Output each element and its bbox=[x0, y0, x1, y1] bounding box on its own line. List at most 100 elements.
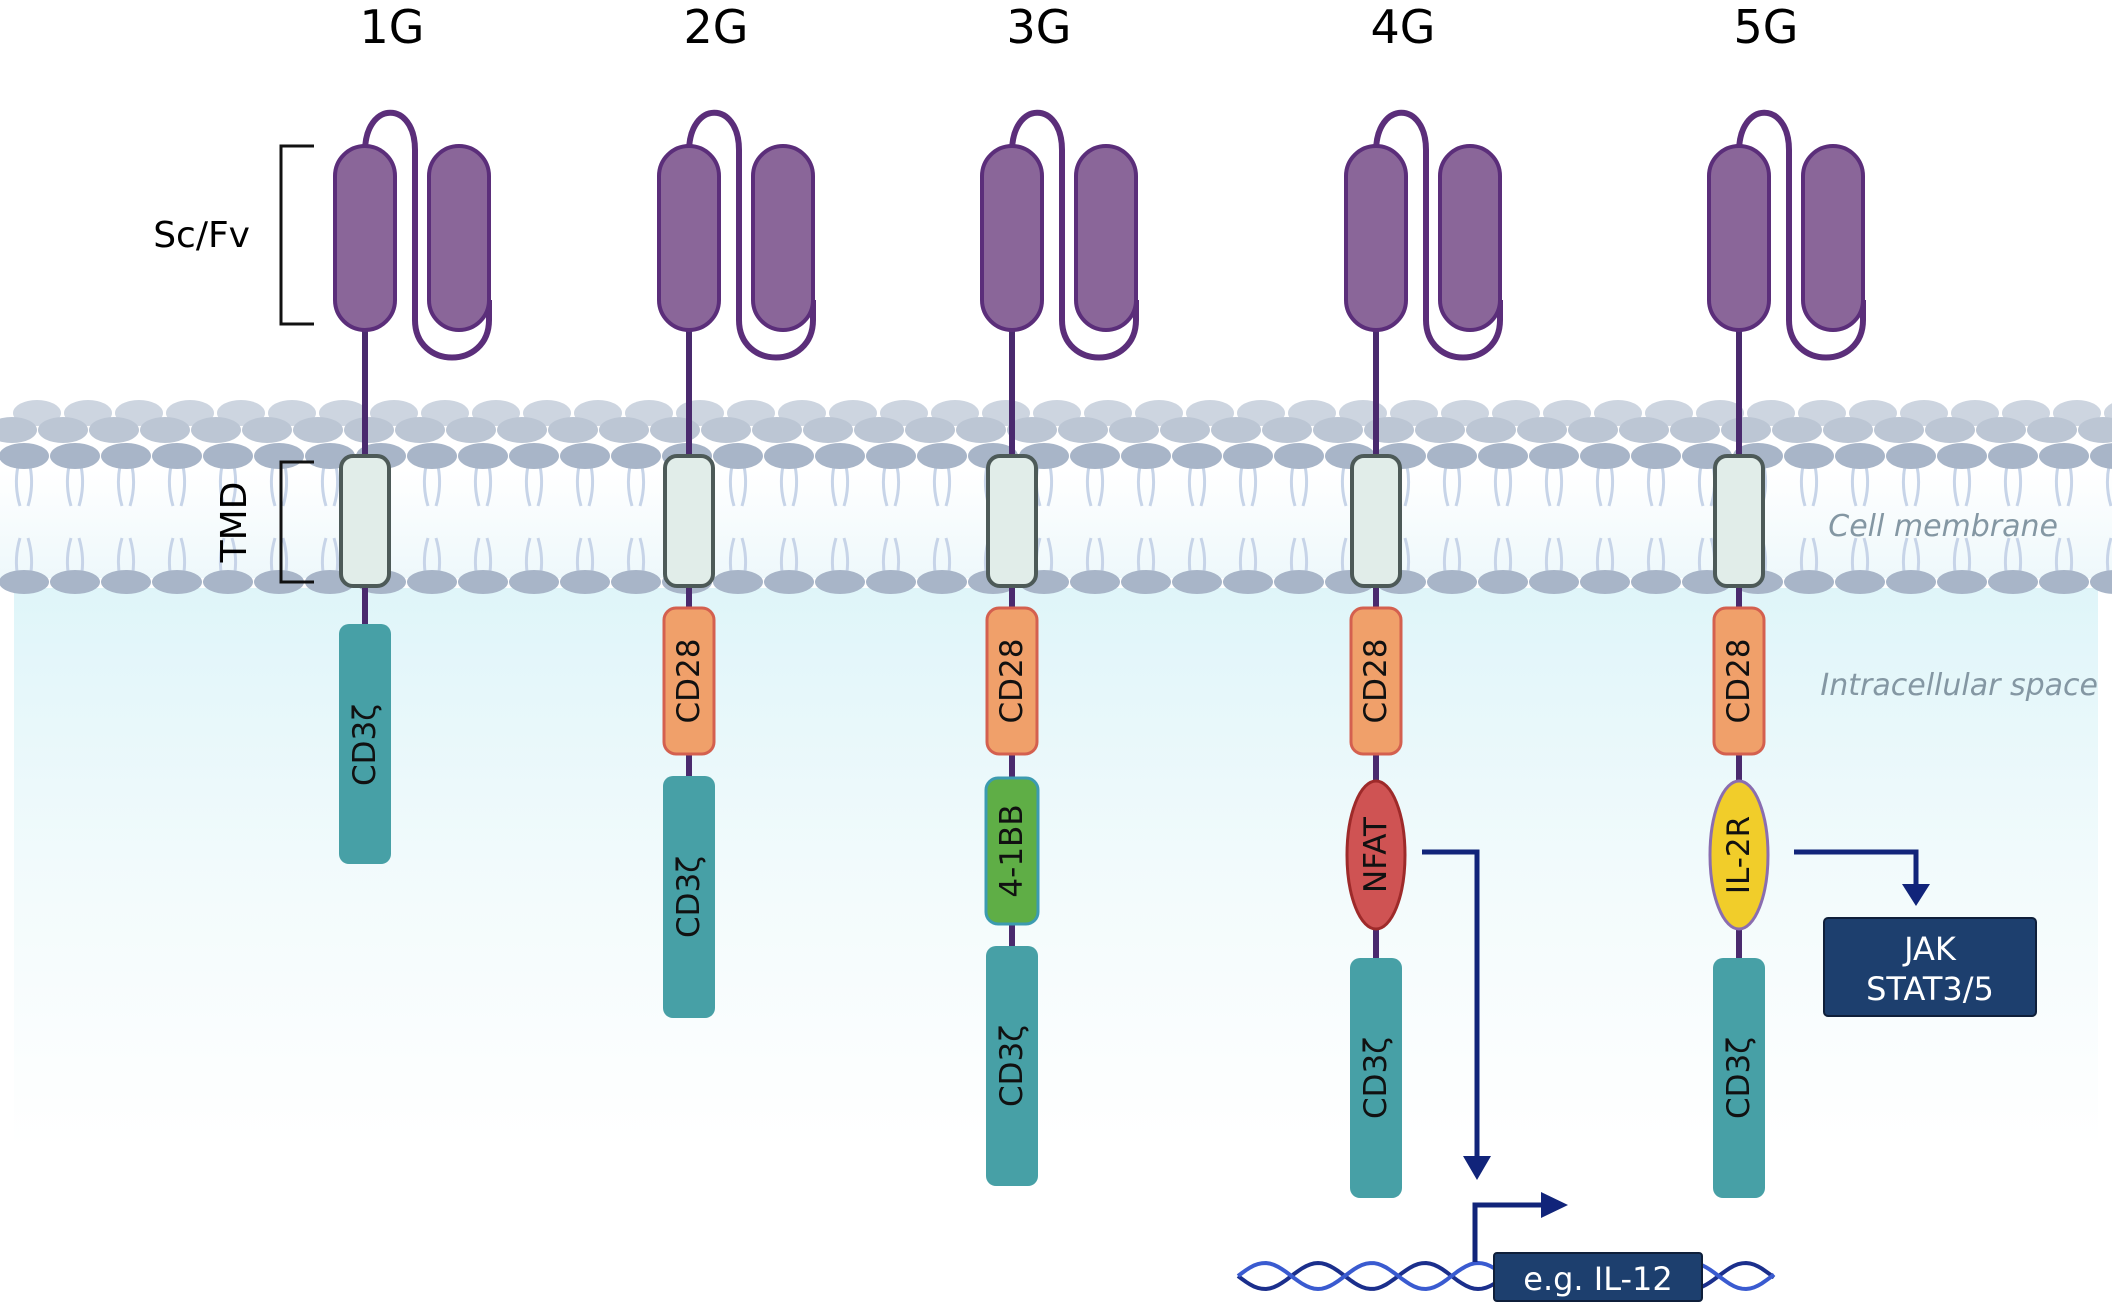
lipid-head-bottom bbox=[1121, 570, 1171, 594]
lipid-tail bbox=[626, 465, 646, 507]
cd3z-label: CD3ζ bbox=[1721, 1037, 1757, 1119]
lipid-head-top bbox=[2039, 443, 2089, 469]
cd3z-domain bbox=[986, 946, 1038, 1186]
lipid-tail bbox=[1850, 465, 1870, 507]
lipid-head-top bbox=[1427, 443, 1477, 469]
scfv-linker bbox=[1373, 109, 1503, 361]
lipid-tail bbox=[830, 465, 850, 507]
lipid-head-top bbox=[1274, 443, 1324, 469]
4-1bb-label: 4-1BB bbox=[994, 804, 1030, 897]
lipid-head-back bbox=[1721, 417, 1771, 443]
lipid-head-top bbox=[407, 443, 457, 469]
lipid-tail bbox=[1595, 465, 1615, 507]
lipid-tail bbox=[779, 465, 799, 507]
lipid-head-back bbox=[1364, 417, 1414, 443]
lipid-head-bottom bbox=[254, 570, 304, 594]
lipid-head-top bbox=[1988, 443, 2038, 469]
lipid-head-bottom bbox=[1631, 570, 1681, 594]
lipid-head-top bbox=[611, 443, 661, 469]
lipid-head-back bbox=[140, 417, 190, 443]
cd28-domain bbox=[1712, 606, 1766, 756]
scfv-heavy-chain bbox=[1344, 144, 1408, 332]
lipid-head-bottom bbox=[713, 570, 763, 594]
lipid-head-top bbox=[0, 443, 49, 469]
scfv-light-chain bbox=[427, 144, 491, 332]
lipid-head-bottom bbox=[1172, 570, 1222, 594]
lipid-head-back bbox=[1109, 417, 1159, 443]
transcription-start-arrow bbox=[1472, 1202, 1543, 1262]
lipid-head-back bbox=[956, 417, 1006, 443]
lipid-head-back bbox=[752, 417, 802, 443]
lipid-tail bbox=[422, 465, 442, 507]
lipid-head-back bbox=[293, 417, 343, 443]
lipid-head-back bbox=[1670, 417, 1720, 443]
jak-label: JAK bbox=[1902, 930, 1957, 968]
lipid-head-back bbox=[242, 417, 292, 443]
lipid-tail bbox=[1136, 465, 1156, 507]
lipid-tail bbox=[14, 465, 34, 507]
lipid-head-back bbox=[905, 417, 955, 443]
4-1bb-domain bbox=[984, 776, 1040, 926]
lipid-head-bottom bbox=[560, 570, 610, 594]
lipid-head-top bbox=[458, 443, 508, 469]
tmd-bracket bbox=[279, 460, 314, 584]
lipid-head-top bbox=[764, 443, 814, 469]
receptors: CD3ζCD28CD3ζCD284-1BBCD3ζCD28NFATCD3ζCD2… bbox=[333, 109, 1866, 1198]
lipid-head-bottom bbox=[764, 570, 814, 594]
cd28-domain bbox=[1349, 606, 1403, 756]
il2r-domain bbox=[1708, 779, 1770, 931]
lipid-tail bbox=[1952, 465, 1972, 507]
cell-membrane-label: Cell membrane bbox=[1828, 509, 2058, 544]
lipid-tail bbox=[1646, 465, 1666, 507]
cd28-label: CD28 bbox=[994, 639, 1030, 724]
cd3z-label: CD3ζ bbox=[347, 704, 383, 786]
il2r-label: IL-2R bbox=[1721, 816, 1757, 894]
lipid-head-bottom bbox=[1070, 570, 1120, 594]
transmembrane-domain bbox=[663, 454, 715, 588]
lipid-head-top bbox=[1478, 443, 1528, 469]
lipid-head-back bbox=[1976, 417, 2026, 443]
lipid-head-back bbox=[0, 417, 37, 443]
lipid-head-back bbox=[2027, 417, 2077, 443]
lipid-head-back bbox=[1313, 417, 1363, 443]
lipid-head-bottom bbox=[203, 570, 253, 594]
lipid-head-top bbox=[509, 443, 559, 469]
lipid-tail bbox=[320, 465, 340, 507]
lipid-tail bbox=[269, 465, 289, 507]
generation-title-4g: 4G bbox=[1371, 0, 1436, 54]
lipid-tail bbox=[932, 465, 952, 507]
lipid-head-bottom bbox=[1478, 570, 1528, 594]
lipid-head-back bbox=[446, 417, 496, 443]
jak-stat-box bbox=[1823, 917, 2037, 1017]
lipid-head-back bbox=[650, 417, 700, 443]
lipid-head-top bbox=[254, 443, 304, 469]
lipid-head-bottom bbox=[1427, 570, 1477, 594]
lipid-head-back bbox=[701, 417, 751, 443]
lipid-head-bottom bbox=[2090, 570, 2112, 594]
lipid-head-bottom bbox=[1274, 570, 1324, 594]
lipid-head-back bbox=[1058, 417, 1108, 443]
lipid-head-back bbox=[1619, 417, 1669, 443]
lipid-head-bottom bbox=[152, 570, 202, 594]
lipid-head-back bbox=[1262, 417, 1312, 443]
lipid-head-back bbox=[803, 417, 853, 443]
lipid-head-back bbox=[1517, 417, 1567, 443]
lipid-tail bbox=[473, 465, 493, 507]
scfv-linker bbox=[362, 109, 492, 361]
nfat-signal-arrowhead bbox=[1463, 1156, 1491, 1180]
tmd-label: TMD bbox=[214, 482, 255, 564]
lipid-head-top bbox=[1835, 443, 1885, 469]
lipid-head-back bbox=[497, 417, 547, 443]
lipid-head-bottom bbox=[1223, 570, 1273, 594]
lipid-head-top bbox=[866, 443, 916, 469]
lipid-tail bbox=[65, 465, 85, 507]
lipid-tail bbox=[2054, 465, 2074, 507]
lipid-head-back bbox=[1874, 417, 1924, 443]
lipid-head-bottom bbox=[815, 570, 865, 594]
gene-box bbox=[1493, 1252, 1703, 1302]
lipid-tail bbox=[728, 465, 748, 507]
cd28-domain bbox=[662, 606, 716, 756]
lipid-tail bbox=[1085, 465, 1105, 507]
lipid-head-bottom bbox=[407, 570, 457, 594]
